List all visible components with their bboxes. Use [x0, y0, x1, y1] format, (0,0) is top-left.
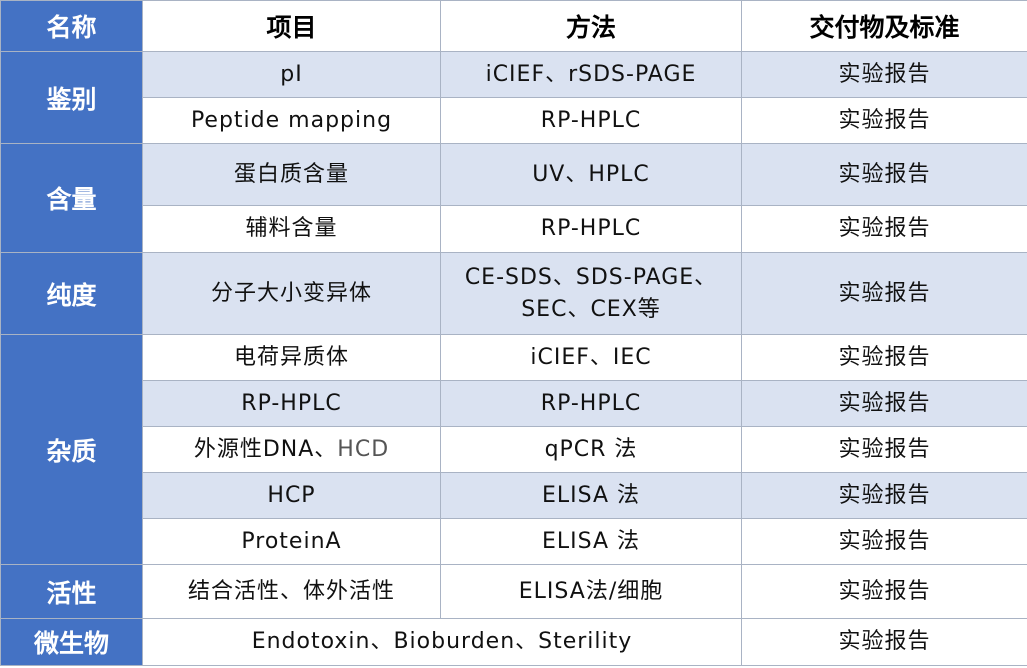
method-cell: ELISA 法	[440, 518, 742, 565]
item-cell: pI	[142, 51, 441, 98]
table-row: 外源性DNA、HCD qPCR 法 实验报告	[1, 426, 1027, 473]
method-line: CE-SDS、SDS-PAGE、	[464, 264, 718, 290]
method-cell: qPCR 法	[440, 426, 742, 473]
method-cell: UV、HPLC	[440, 143, 742, 206]
item-cell: 电荷异质体	[142, 334, 441, 381]
deliverable-cell: 实验报告	[741, 205, 1027, 253]
category-impurity: 杂质	[0, 334, 143, 565]
category-activity: 活性	[0, 564, 143, 619]
deliverable-cell: 实验报告	[741, 618, 1027, 666]
header-name: 名称	[0, 0, 143, 52]
deliverable-cell: 实验报告	[741, 97, 1027, 144]
table-row: Peptide mapping RP-HPLC 实验报告	[1, 97, 1027, 144]
item-cell: 蛋白质含量	[142, 143, 441, 206]
table-row: 含量 蛋白质含量 UV、HPLC 实验报告	[0, 143, 1027, 253]
table-row: ProteinA ELISA 法 实验报告	[1, 518, 1027, 565]
item-cell: ProteinA	[142, 518, 441, 565]
deliverable-cell: 实验报告	[741, 518, 1027, 565]
item-cell: RP-HPLC	[142, 380, 441, 427]
table-row: 活性 结合活性、体外活性 ELISA法/细胞 实验报告	[0, 564, 1027, 619]
category-content: 含量	[0, 143, 143, 253]
item-cell: 外源性DNA、HCD	[142, 426, 441, 473]
table-row: 纯度 分子大小变异体 CE-SDS、SDS-PAGE、 SEC、CEX等 实验报…	[0, 252, 1027, 335]
header-row: 名称 项目 方法 交付物及标准	[0, 0, 1027, 52]
table-row: 鉴别 pI iCIEF、rSDS-PAGE 实验报告	[0, 51, 1027, 144]
method-cell: ELISA法/细胞	[440, 564, 742, 619]
table-row: HCP ELISA 法 实验报告	[1, 472, 1027, 519]
deliverable-cell: 实验报告	[741, 334, 1027, 381]
method-cell: iCIEF、rSDS-PAGE	[440, 51, 742, 98]
item-cell: 辅料含量	[142, 205, 441, 253]
deliverable-cell: 实验报告	[741, 51, 1027, 98]
item-method-cell: Endotoxin、Bioburden、Sterility	[142, 618, 742, 666]
method-cell: iCIEF、IEC	[440, 334, 742, 381]
item-cell: HCP	[142, 472, 441, 519]
item-cell: 结合活性、体外活性	[142, 564, 441, 619]
method-cell: RP-HPLC	[440, 205, 742, 253]
deliverable-cell: 实验报告	[741, 143, 1027, 206]
item-text-hcd: HCD	[337, 436, 390, 462]
method-cell: ELISA 法	[440, 472, 742, 519]
deliverable-cell: 实验报告	[741, 472, 1027, 519]
method-cell: RP-HPLC	[440, 380, 742, 427]
item-cell: 分子大小变异体	[142, 252, 441, 335]
header-item: 项目	[142, 0, 441, 52]
table-row: RP-HPLC RP-HPLC 实验报告	[1, 380, 1027, 427]
deliverable-cell: 实验报告	[741, 564, 1027, 619]
item-text: 外源性DNA、	[193, 436, 338, 462]
method-cell: CE-SDS、SDS-PAGE、 SEC、CEX等	[440, 252, 742, 335]
header-method: 方法	[440, 0, 742, 52]
deliverable-cell: 实验报告	[741, 426, 1027, 473]
table-row: 杂质 电荷异质体 iCIEF、IEC 实验报告	[0, 334, 1027, 565]
method-line: SEC、CEX等	[521, 296, 661, 322]
header-deliverable: 交付物及标准	[741, 0, 1027, 52]
table-row: 微生物 Endotoxin、Bioburden、Sterility 实验报告	[0, 618, 1027, 666]
item-cell: Peptide mapping	[142, 97, 441, 144]
category-purity: 纯度	[0, 252, 143, 335]
method-cell: RP-HPLC	[440, 97, 742, 144]
deliverable-cell: 实验报告	[741, 380, 1027, 427]
deliverable-cell: 实验报告	[741, 252, 1027, 335]
category-identification: 鉴别	[0, 51, 143, 144]
category-microbial: 微生物	[0, 618, 143, 666]
table-row: 辅料含量 RP-HPLC 实验报告	[1, 205, 1027, 253]
